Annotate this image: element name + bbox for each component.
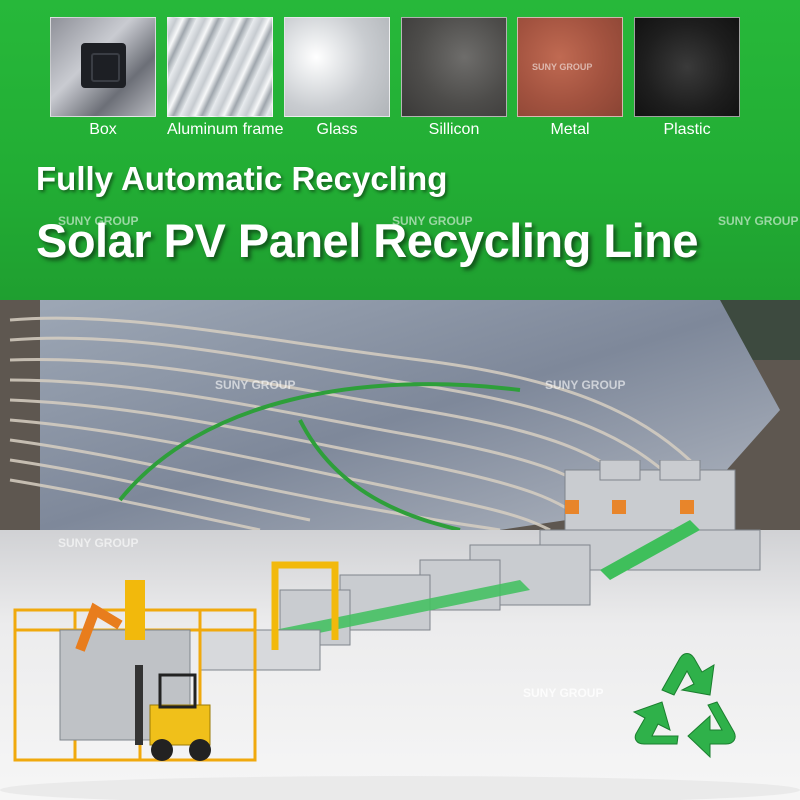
metal-photo: SUNY GROUP — [517, 17, 623, 117]
material-label: Sillicon — [428, 121, 480, 138]
material-plastic: Plastic — [634, 17, 740, 139]
material-silicon: Sillicon — [401, 17, 507, 139]
glass-photo — [284, 17, 390, 117]
product-photo: SUNY GROUP SUNY GROUP SUNY GROUP — [0, 300, 800, 800]
recycle-icon — [632, 653, 736, 759]
watermark: SUNY GROUP — [718, 214, 799, 228]
material-label: Plastic — [663, 121, 711, 138]
aluminum-frame-photo — [167, 17, 273, 117]
box-photo — [50, 17, 156, 117]
material-aluminum-frame: Aluminum frame — [167, 17, 284, 139]
watermark: SUNY GROUP — [532, 62, 593, 72]
watermark: SUNY GROUP — [392, 214, 473, 228]
subtitle: Fully Automatic Recycling — [36, 160, 448, 197]
silicon-photo — [401, 17, 507, 117]
material-label: Aluminum frame — [167, 121, 284, 138]
watermark: SUNY GROUP — [58, 214, 139, 228]
watermark: SUNY GROUP — [545, 378, 626, 392]
material-metal: SUNY GROUP Metal — [517, 17, 623, 139]
page-title: Solar PV Panel Recycling Line — [36, 214, 699, 267]
material-box: Box — [50, 17, 156, 139]
header-panel: Box Aluminum frame Glass Sillicon SUNY G… — [0, 0, 800, 300]
material-label: Glass — [316, 121, 358, 138]
watermark: SUNY GROUP — [58, 536, 139, 550]
watermark: SUNY GROUP — [523, 686, 604, 700]
material-label: Metal — [550, 121, 590, 138]
material-glass: Glass — [284, 17, 390, 139]
plastic-photo — [634, 17, 740, 117]
materials-row: Box Aluminum frame Glass Sillicon SUNY G… — [50, 17, 750, 147]
material-label: Box — [89, 121, 117, 138]
recycling-line-image — [0, 460, 800, 800]
watermark: SUNY GROUP — [215, 378, 296, 392]
